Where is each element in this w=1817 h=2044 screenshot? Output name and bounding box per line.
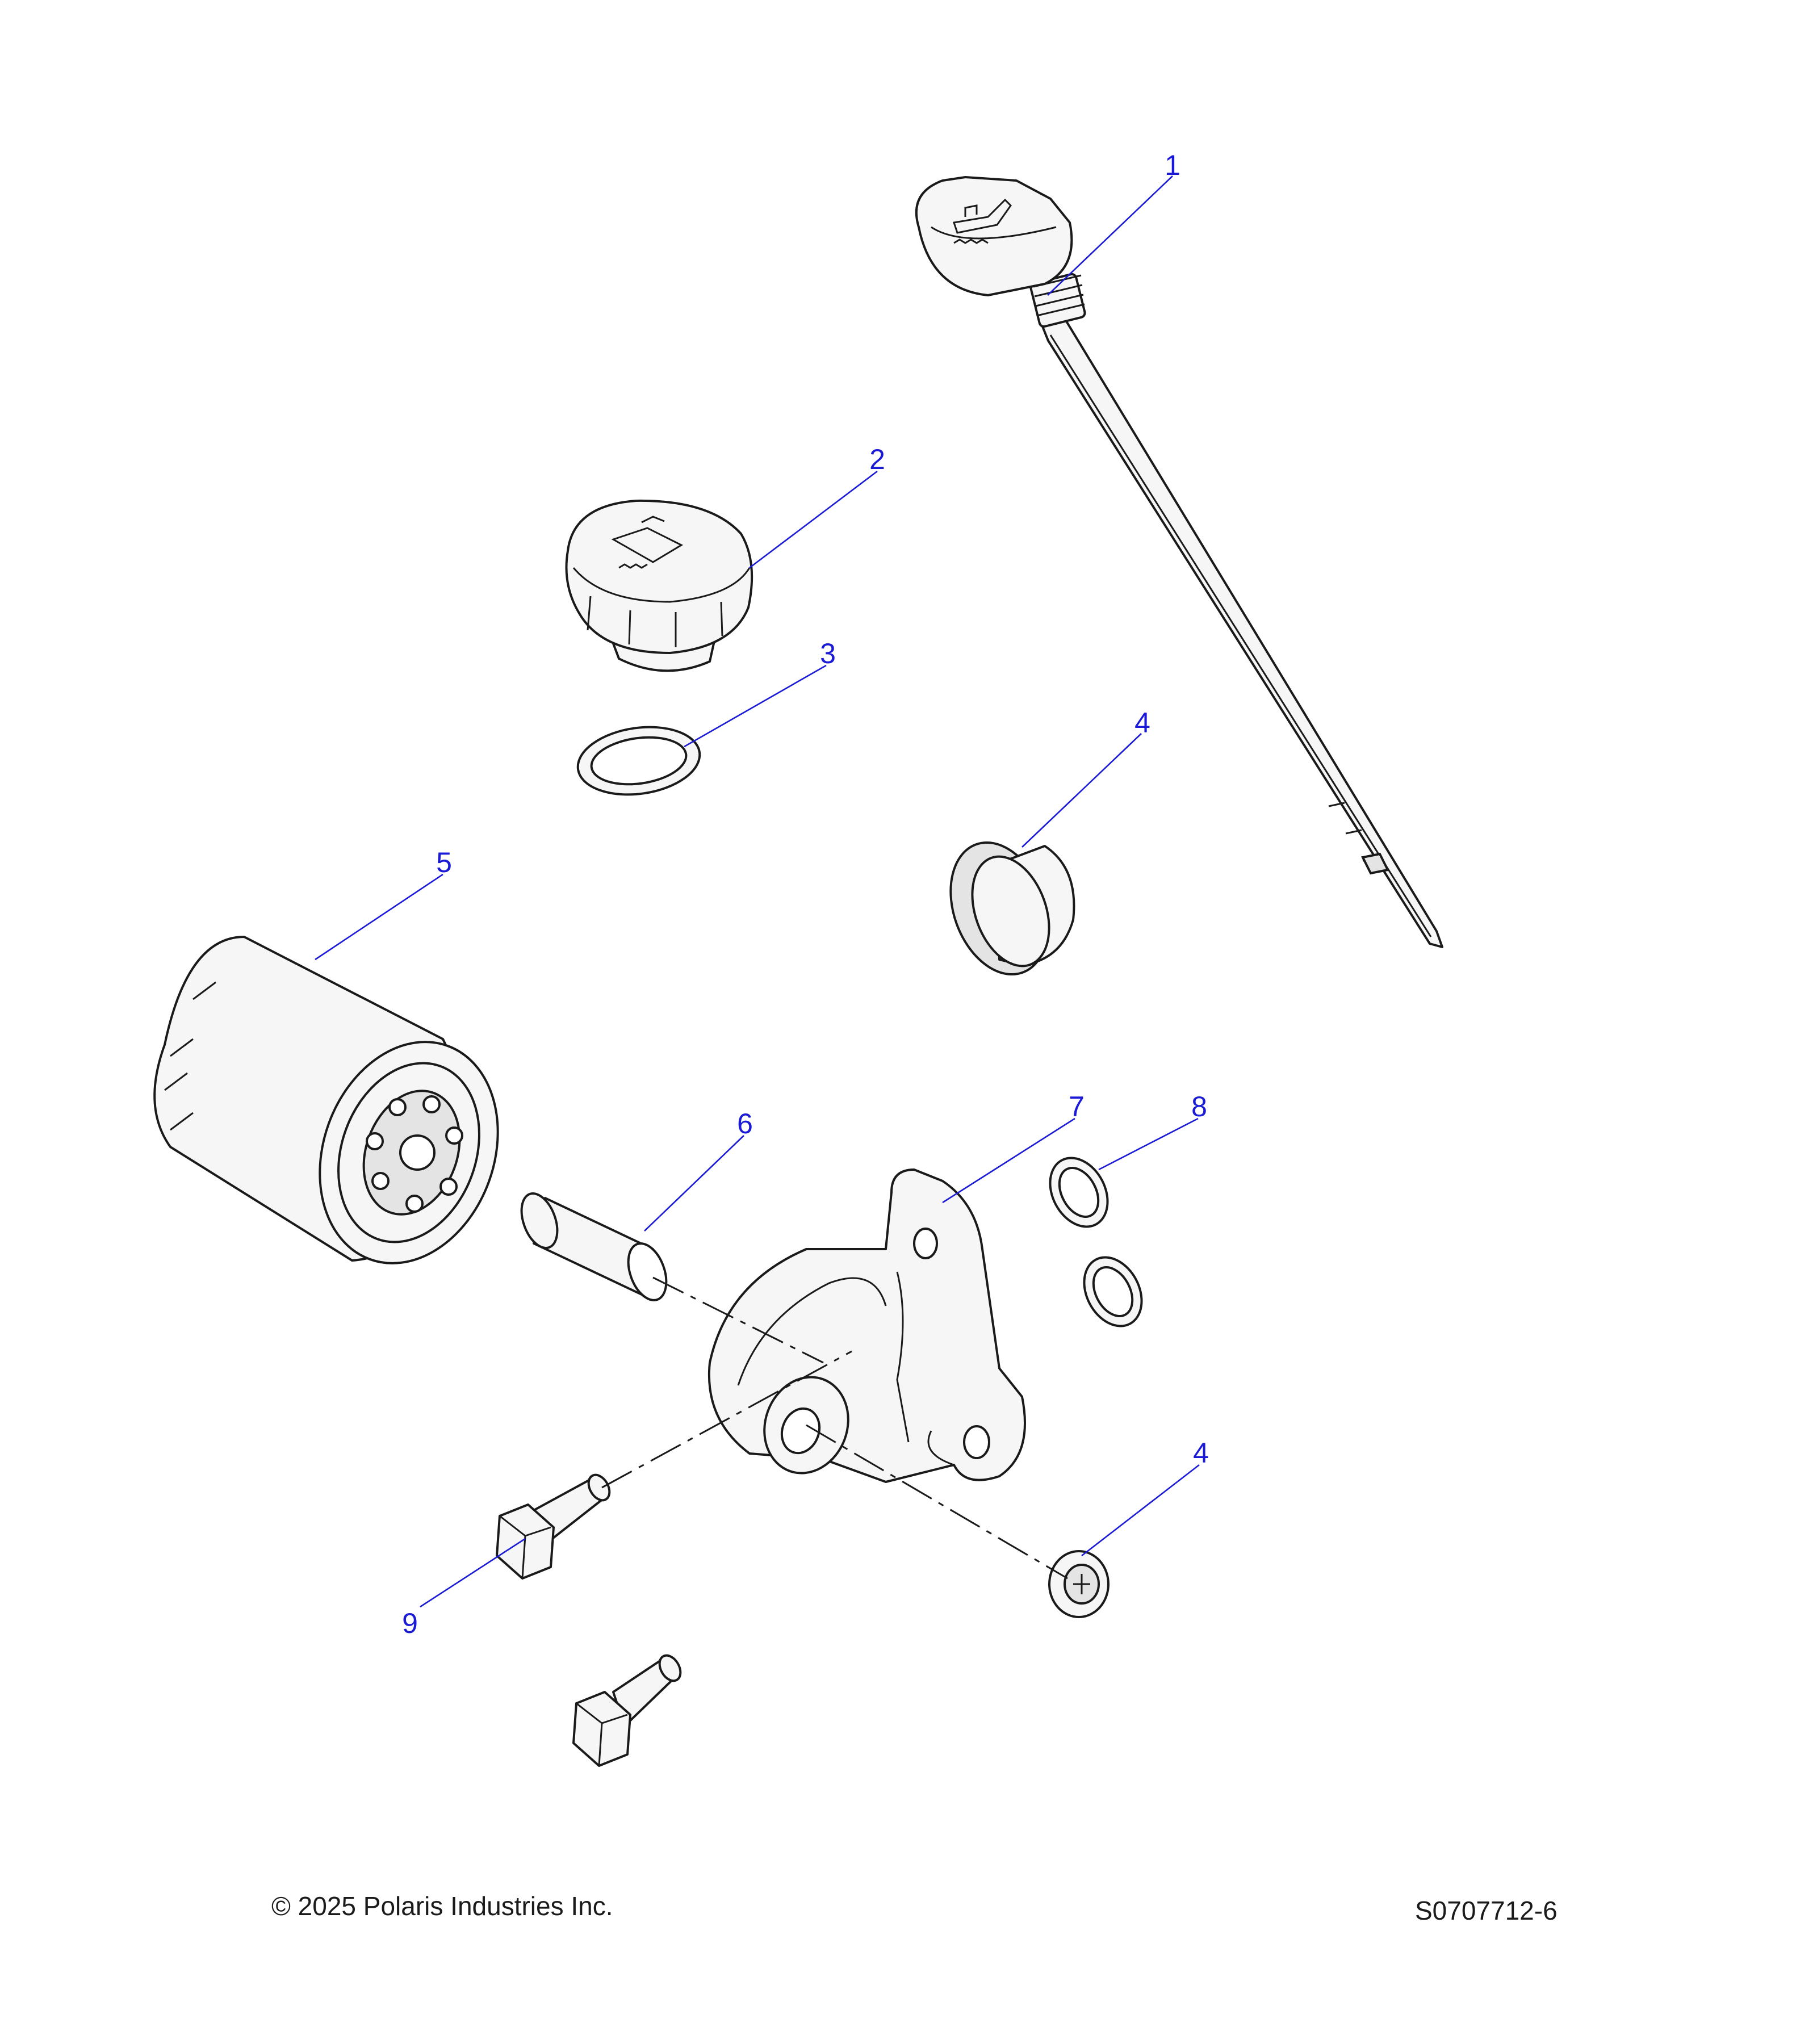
sealing-washer-part[interactable] bbox=[1073, 1247, 1153, 1336]
oil-can-icon bbox=[953, 198, 1012, 244]
plug-lower-part[interactable] bbox=[1048, 1550, 1110, 1618]
oil-filter-part[interactable] bbox=[153, 936, 527, 1288]
callout-filter-adapter: 7 bbox=[1069, 1091, 1085, 1122]
callout-plug-lower: 4 bbox=[1193, 1437, 1209, 1469]
dipstick-part[interactable] bbox=[915, 176, 1443, 948]
plug-upper-part[interactable] bbox=[933, 829, 1075, 988]
o-ring-part[interactable] bbox=[573, 720, 704, 802]
callout-oil-fill-cap: 2 bbox=[869, 443, 885, 475]
callout-sleeve: 6 bbox=[737, 1108, 753, 1140]
leader-lines bbox=[315, 175, 1200, 1608]
callout-dipstick: 1 bbox=[1165, 149, 1180, 181]
assembly-centerlines bbox=[601, 1276, 1068, 1580]
callout-sealing-washer: 8 bbox=[1191, 1091, 1207, 1122]
callout-flange-bolt: 9 bbox=[402, 1607, 418, 1639]
callout-labels: 1 2 3 4 5 6 7 8 4 9 bbox=[402, 149, 1209, 1639]
figure-number: S0707712-6 bbox=[1415, 1896, 1558, 1925]
callout-o-ring: 3 bbox=[820, 638, 836, 669]
callout-oil-filter: 5 bbox=[436, 847, 452, 878]
sealing-washer-part[interactable] bbox=[1039, 1148, 1119, 1237]
callout-plug-upper: 4 bbox=[1134, 707, 1150, 739]
oil-fill-cap-part[interactable] bbox=[565, 499, 753, 672]
sleeve-part[interactable] bbox=[515, 1188, 673, 1305]
oil-can-icon bbox=[611, 516, 684, 569]
filter-adapter-part[interactable] bbox=[707, 1168, 1026, 1485]
flange-bolt-part[interactable] bbox=[496, 1471, 614, 1580]
copyright-notice: © 2025 Polaris Industries Inc. bbox=[271, 1891, 613, 1921]
flange-bolt-part[interactable] bbox=[572, 1652, 685, 1767]
